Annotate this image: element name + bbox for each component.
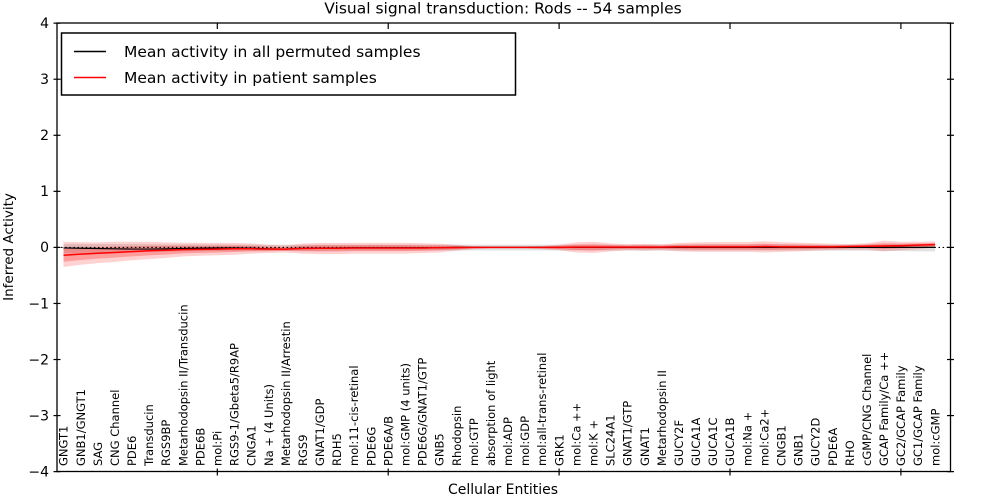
x-category-label: GUCY2D <box>809 418 823 466</box>
y-tick-label: 0 <box>40 240 49 256</box>
y-tick-label: 1 <box>40 184 49 200</box>
x-tick-layer <box>216 23 902 476</box>
x-category-label: GNAT1/GTP <box>621 401 635 466</box>
legend-box <box>60 32 517 96</box>
x-category-label: PDE6 <box>125 436 139 466</box>
x-category-label: GNB1 <box>792 433 806 466</box>
x-category-label: mol:Ca2+ <box>757 409 771 466</box>
x-category-label: Rhodopsin <box>450 406 464 466</box>
x-category-label: RGS9 <box>296 434 310 466</box>
x-category-label: GNGT1 <box>57 426 71 466</box>
x-category-label: mol:ADP <box>501 417 515 466</box>
y-tick-label: 2 <box>40 128 49 144</box>
bands-layer <box>63 240 936 268</box>
y-tick-label: −3 <box>28 408 49 424</box>
x-category-label: CNGA1 <box>245 425 259 466</box>
x-category-label: mol:GMP (4 units) <box>399 363 413 466</box>
x-category-label: RHO <box>843 440 857 466</box>
x-category-label: GRK1 <box>552 434 566 466</box>
x-category-label: mol:11-cis-retinal <box>347 365 361 466</box>
x-category-label: Transducin <box>142 404 156 467</box>
x-axis-label: Cellular Entities <box>448 482 558 498</box>
x-category-label: PDE6A/B <box>381 416 395 466</box>
x-category-label: RDH5 <box>330 433 344 466</box>
lines-layer <box>57 243 951 256</box>
x-category-label: mol:cGMP <box>928 409 942 466</box>
y-tick-label: 3 <box>40 72 49 88</box>
y-tick-label: −4 <box>28 464 49 480</box>
x-category-label: GNAT1 <box>638 427 652 466</box>
y-axis-label: Inferred Activity <box>1 193 17 301</box>
x-category-label: PDE6A <box>826 428 840 466</box>
x-category-label: mol:Ca ++ <box>569 403 583 466</box>
x-category-label: GC2/GCAP Family <box>894 365 908 466</box>
legend: Mean activity in all permuted samples Me… <box>60 32 517 96</box>
x-category-label: RGS9-1/Gbeta5/R9AP <box>228 343 242 466</box>
x-category-label: Metarhodopsin II <box>655 370 669 466</box>
x-category-label: GNB5 <box>433 433 447 466</box>
x-category-label: Na + (4 Units) <box>262 384 276 466</box>
y-tick-label: 4 <box>40 16 49 32</box>
y-tick-layer: 4 3 2 1 0 −1 −2 −3 −4 <box>28 16 954 480</box>
x-category-label: GUCA1A <box>689 417 703 466</box>
x-category-label: mol:GTP <box>467 418 481 466</box>
y-tick-label: −1 <box>28 296 49 312</box>
x-category-label: mol:GDP <box>518 416 532 466</box>
x-category-label: mol:Na + <box>740 412 754 466</box>
x-category-label: absorption of light <box>484 360 498 466</box>
x-category-label: RGS9BP <box>159 420 173 466</box>
x-category-label: GUCA1B <box>723 417 737 466</box>
x-category-label: GCAP Family/Ca ++ <box>877 352 891 466</box>
y-tick-label: −2 <box>28 352 49 368</box>
x-category-label: GUCY2F <box>672 420 686 466</box>
x-category-label: SLC24A1 <box>604 414 618 466</box>
x-category-label: CNG Channel <box>108 390 122 466</box>
x-category-label: PDE6G <box>364 427 378 466</box>
x-category-label: GNB1/GNGT1 <box>74 389 88 466</box>
x-category-label: GUCA1C <box>706 417 720 466</box>
x-category-label: PDE6G/GNAT1/GTP <box>416 358 430 466</box>
x-category-label: mol:K + <box>586 420 600 466</box>
x-category-label: CNGB1 <box>774 425 788 466</box>
legend-label-permuted: Mean activity in all permuted samples <box>124 43 421 61</box>
x-category-label: SAG <box>91 442 105 466</box>
x-category-label: Metarhodopsin II/Arrestin <box>279 321 293 466</box>
x-category-label: PDE6B <box>193 428 207 466</box>
x-category-label: mol:all-trans-retinal <box>535 353 549 466</box>
chart-title: Visual signal transduction: Rods -- 54 s… <box>324 0 681 18</box>
series-line-patient <box>63 243 936 256</box>
x-category-label: GC1/GCAP Family <box>911 365 925 466</box>
legend-label-patient: Mean activity in patient samples <box>124 69 377 87</box>
x-category-label: GNAT1/GDP <box>313 399 327 466</box>
x-category-label: mol:Pi <box>211 431 225 466</box>
x-category-label: Metarhodopsin II/Transducin <box>176 304 190 466</box>
x-category-label: cGMP/CNG Channel <box>860 354 874 466</box>
